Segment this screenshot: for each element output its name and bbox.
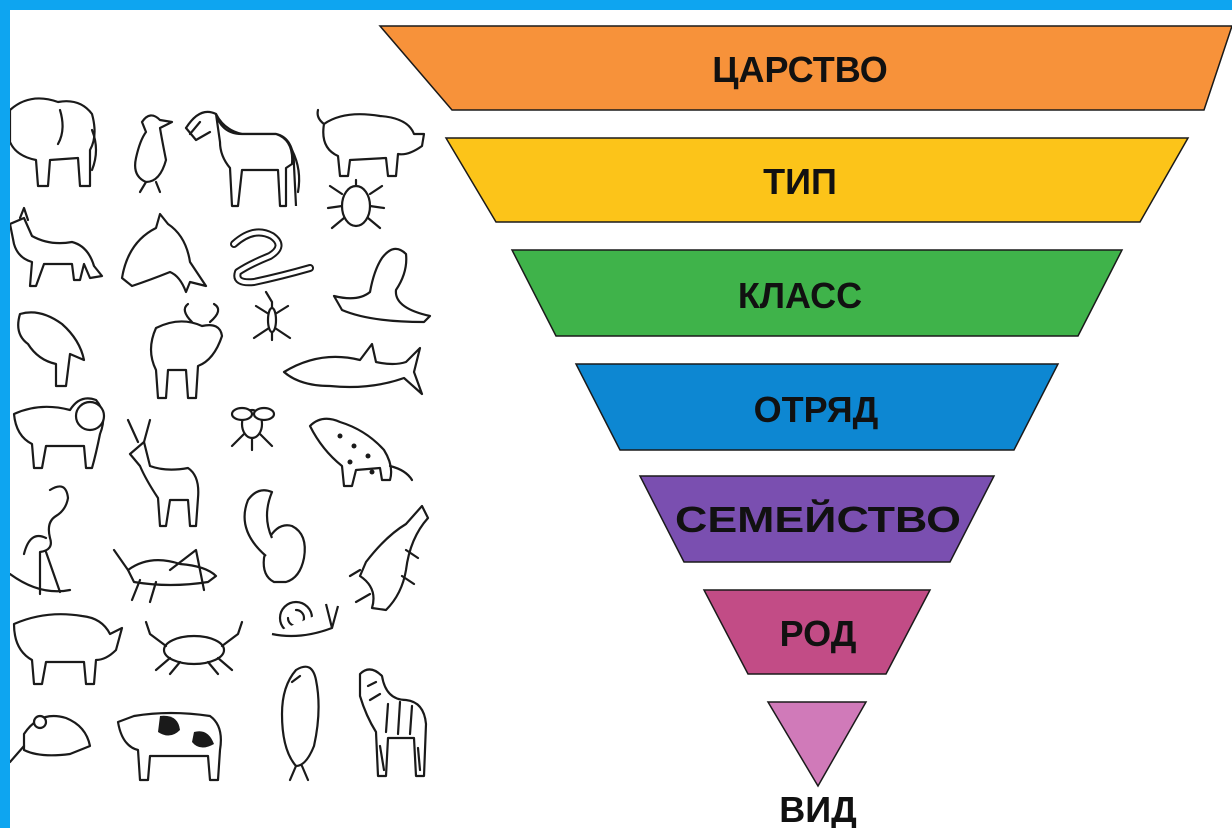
shark-icon <box>282 342 424 396</box>
beetle-icon <box>326 178 386 230</box>
animal-illustrations <box>10 97 432 782</box>
level-phylum-band <box>444 137 1190 223</box>
level-species-band <box>766 701 868 788</box>
pig-icon <box>316 108 426 178</box>
fly-icon <box>230 406 276 452</box>
level-genus-label: РОД <box>780 613 857 654</box>
grasshopper-icon <box>112 548 218 604</box>
slide-canvas: ЦАРСТВО ТИП КЛАСС ОТРЯД СЕМЕЙСТВО <box>10 10 1232 828</box>
taxonomy-pyramid: ЦАРСТВО ТИП КЛАСС ОТРЯД СЕМЕЙСТВО <box>378 25 1232 828</box>
buffalo-icon <box>149 302 224 400</box>
duck-icon <box>134 114 174 194</box>
level-family-label: СЕМЕЙСТВО <box>675 498 961 540</box>
level-genus-band <box>702 589 932 675</box>
horse-icon <box>184 110 301 208</box>
elephant-icon <box>10 97 98 188</box>
level-kingdom-band <box>378 25 1232 111</box>
level-family-band <box>638 475 996 563</box>
level-kingdom-label: ЦАРСТВО <box>712 49 888 90</box>
zebra-icon <box>358 668 428 778</box>
jackal-icon <box>10 206 104 288</box>
mosquito-icon <box>252 290 292 342</box>
level-family: СЕМЕЙСТВО <box>638 475 996 563</box>
level-species-label: ВИД <box>779 789 857 828</box>
level-order: ОТРЯД <box>574 363 1060 451</box>
dolphin-icon <box>120 212 208 294</box>
level-species: ВИД <box>766 701 868 828</box>
level-phylum: ТИП <box>444 137 1190 223</box>
level-class-label: КЛАСС <box>738 275 862 316</box>
vulture-icon <box>17 311 86 388</box>
seal-icon <box>332 247 432 324</box>
level-genus: РОД <box>702 589 932 675</box>
level-class: КЛАСС <box>510 249 1124 337</box>
level-order-label: ОТРЯД <box>754 389 879 430</box>
level-class-band <box>510 249 1124 337</box>
level-phylum-label: ТИП <box>763 161 837 202</box>
eagle-icon <box>280 665 320 782</box>
crocodile-icon <box>348 504 430 612</box>
snail-icon <box>271 600 340 638</box>
flamingo-icon <box>10 485 72 596</box>
level-order-band <box>574 363 1060 451</box>
leopard-icon <box>308 417 414 488</box>
crab-icon <box>144 620 244 676</box>
antelope-icon <box>126 418 200 528</box>
squirrel-icon <box>243 489 306 584</box>
lion-icon <box>12 397 106 470</box>
level-kingdom: ЦАРСТВО <box>378 25 1232 111</box>
taxonomy-slide: ЦАРСТВО ТИП КЛАСС ОТРЯД СЕМЕЙСТВО <box>10 25 1232 828</box>
rhino-icon <box>12 613 124 686</box>
cow-icon <box>116 711 222 782</box>
mouse-icon <box>10 714 92 764</box>
worm-icon <box>230 228 314 287</box>
